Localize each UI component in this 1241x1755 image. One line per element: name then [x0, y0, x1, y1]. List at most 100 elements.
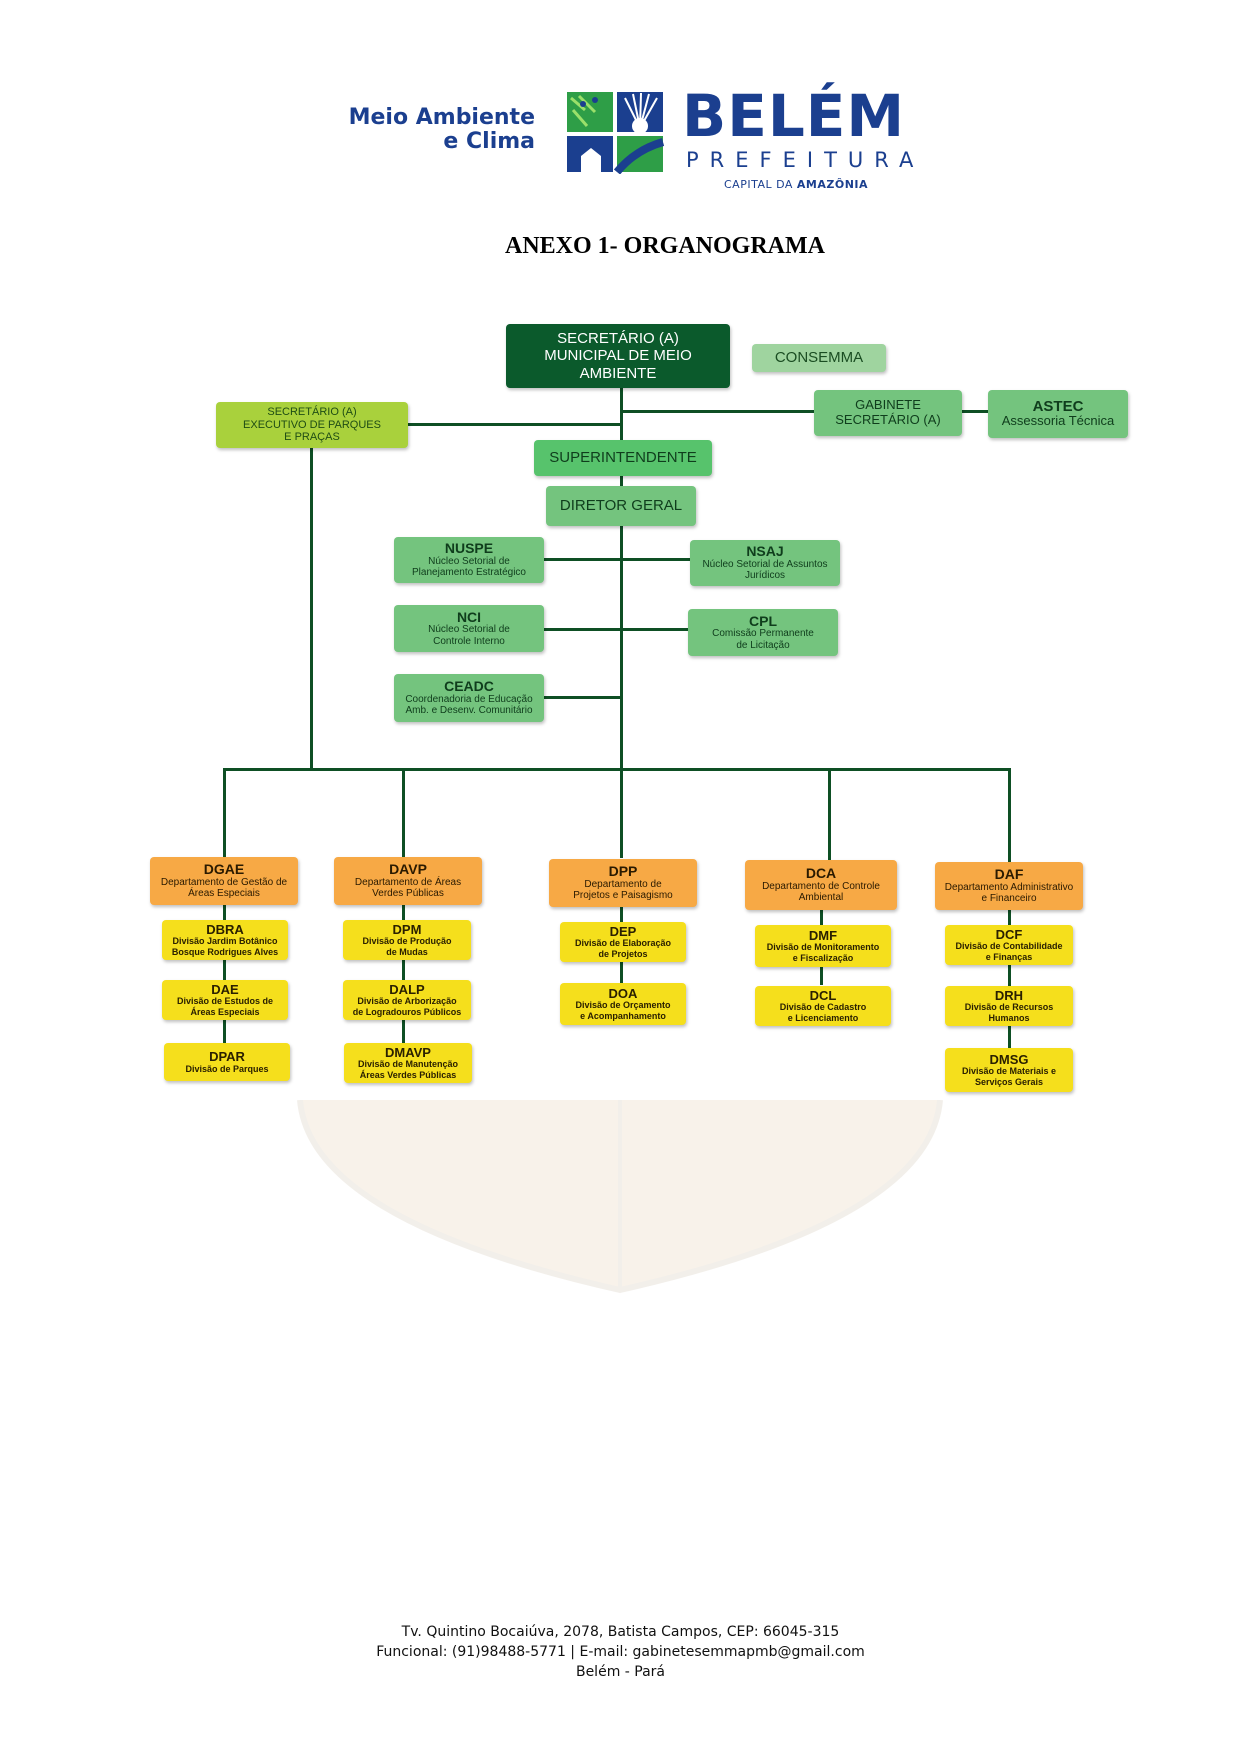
connector	[828, 768, 831, 860]
box-sub: Controle Interno	[433, 635, 505, 647]
box-title: CEADC	[444, 678, 494, 695]
box-nuspe: NUSPE Núcleo Setorial de Planejamento Es…	[394, 537, 544, 583]
box-sub: Assessoria Técnica	[1001, 413, 1115, 429]
brand-line-1: Meio Ambiente	[348, 105, 535, 130]
division-dalp: DALP Divisão de Arborização de Logradour…	[343, 980, 471, 1020]
connector	[620, 385, 623, 771]
division-dbra: DBRA Divisão Jardim Botânico Bosque Rodr…	[162, 920, 288, 960]
box-title: NSAJ	[746, 543, 784, 560]
connector	[960, 410, 990, 413]
box-title: DMSG	[989, 1051, 1029, 1067]
page-footer: Tv. Quintino Bocaiúva, 2078, Batista Cam…	[0, 1622, 1241, 1682]
box-title: DAE	[211, 981, 239, 997]
box-line: SECRETÁRIO (A)	[835, 412, 941, 427]
connector	[1008, 768, 1011, 862]
connector	[402, 768, 405, 858]
box-sub: Divisão de Materiais e	[961, 1066, 1057, 1077]
department-dgae: DGAE Departamento de Gestão de Áreas Esp…	[150, 857, 298, 905]
connector	[223, 905, 226, 1045]
division-drh: DRH Divisão de Recursos Humanos	[945, 986, 1073, 1026]
box-sub: Áreas Especiais	[188, 888, 260, 900]
box-title: DPP	[608, 863, 638, 880]
box-sub: Divisão de Contabilidade	[955, 941, 1063, 952]
connector	[402, 905, 405, 1045]
brand-belem: BELÉM	[682, 82, 906, 150]
connector	[223, 768, 226, 858]
box-line: E PRAÇAS	[284, 431, 340, 444]
box-gabinete: GABINETE SECRETÁRIO (A)	[814, 390, 962, 436]
box-sub: Bosque Rodrigues Alves	[171, 946, 279, 957]
box-sub: de Logradouros Públicos	[352, 1006, 462, 1017]
box-sub: Coordenadoria de Educação	[405, 693, 533, 705]
connector	[223, 768, 1010, 771]
box-title: DCA	[805, 865, 837, 882]
connector	[543, 628, 688, 631]
brand-prefeitura: PREFEITURA	[686, 148, 925, 172]
tagline-bold: AMAZÔNIA	[796, 178, 869, 191]
footer-city: Belém - Pará	[575, 1664, 666, 1680]
box-title: DEP	[609, 923, 637, 939]
watermark-shield	[290, 1099, 950, 1300]
box-ceadc: CEADC Coordenadoria de Educação Amb. e D…	[394, 674, 544, 722]
box-sub: Divisão de Elaboração	[574, 938, 672, 949]
connector	[310, 446, 313, 771]
box-line: GABINETE	[855, 397, 921, 413]
box-sub: de Licitação	[736, 639, 790, 651]
box-sub: Divisão de Parques	[185, 1063, 269, 1074]
division-dmavp: DMAVP Divisão de Manutenção Áreas Verdes…	[344, 1043, 472, 1083]
box-sub: Humanos	[988, 1012, 1030, 1023]
division-dmf: DMF Divisão de Monitoramento e Fiscaliza…	[755, 925, 891, 967]
box-cpl: CPL Comissão Permanente de Licitação	[688, 609, 838, 656]
box-sub: Comissão Permanente	[712, 628, 814, 640]
box-sub: Projetos e Paisagismo	[573, 890, 673, 902]
box-sub: Serviços Gerais	[974, 1076, 1044, 1087]
box-title: DAVP	[389, 861, 427, 878]
box-nci: NCI Núcleo Setorial de Controle Interno	[394, 605, 544, 652]
box-line: EXECUTIVO DE PARQUES	[243, 418, 381, 431]
department-dca: DCA Departamento de Controle Ambiental	[745, 860, 897, 910]
box-line: AMBIENTE	[579, 364, 657, 382]
division-dmsg: DMSG Divisão de Materiais e Serviços Ger…	[945, 1048, 1073, 1092]
box-secretario-municipal: SECRETÁRIO (A) MUNICIPAL DE MEIO AMBIENT…	[506, 324, 730, 388]
box-sub: Áreas Verdes Públicas	[359, 1069, 457, 1080]
brand-line-2: e Clima	[443, 129, 535, 154]
box-title: DOA	[608, 985, 638, 1001]
box-title: DBRA	[206, 921, 244, 937]
box-sub: Divisão de Produção	[362, 936, 452, 947]
box-title: ASTEC	[1032, 397, 1084, 415]
box-sub: Núcleo Setorial de	[428, 624, 510, 636]
division-dpar: DPAR Divisão de Parques	[164, 1043, 290, 1081]
box-title: DGAE	[203, 861, 245, 878]
connector	[620, 768, 623, 858]
box-title: DMAVP	[385, 1044, 431, 1060]
box-sub: Núcleo Setorial de	[428, 555, 510, 567]
box-sub: de Projetos	[598, 948, 648, 959]
division-dpm: DPM Divisão de Produção de Mudas	[343, 920, 471, 960]
department-davp: DAVP Departamento de Áreas Verdes Públic…	[334, 857, 482, 905]
box-line: MUNICIPAL DE MEIO	[544, 347, 692, 365]
box-title: DALP	[389, 981, 425, 997]
footer-address: Tv. Quintino Bocaiúva, 2078, Batista Cam…	[401, 1624, 840, 1640]
box-title: DIRETOR GERAL	[559, 497, 683, 515]
box-sub: Ambiental	[798, 892, 844, 904]
box-superintendente: SUPERINTENDENTE	[534, 440, 712, 476]
box-sub: Jurídicos	[744, 570, 785, 582]
box-sub: Divisão de Estudos de	[176, 996, 274, 1007]
box-title: DRH	[994, 987, 1024, 1003]
box-sub: e Financeiro	[981, 893, 1037, 905]
box-title: CONSEMMA	[774, 349, 864, 367]
box-sub: e Finanças	[985, 951, 1033, 962]
box-title: DCF	[995, 926, 1023, 942]
box-sub: Departamento de	[584, 878, 662, 890]
box-astec: ASTEC Assessoria Técnica	[988, 390, 1128, 438]
box-sub: Divisão de Orçamento	[575, 1000, 671, 1011]
connector	[1008, 910, 1011, 1050]
box-title: DAF	[994, 866, 1024, 883]
belem-emblem-icon	[565, 90, 665, 175]
box-sub: Departamento Administrativo	[944, 881, 1074, 893]
box-sub: Núcleo Setorial de Assuntos	[702, 558, 828, 570]
box-sub: Divisão Jardim Botânico	[172, 936, 278, 947]
connector	[543, 696, 623, 699]
box-consemma: CONSEMMA	[752, 344, 886, 372]
footer-contact: Funcional: (91)98488-5771 | E-mail: gabi…	[376, 1644, 865, 1660]
